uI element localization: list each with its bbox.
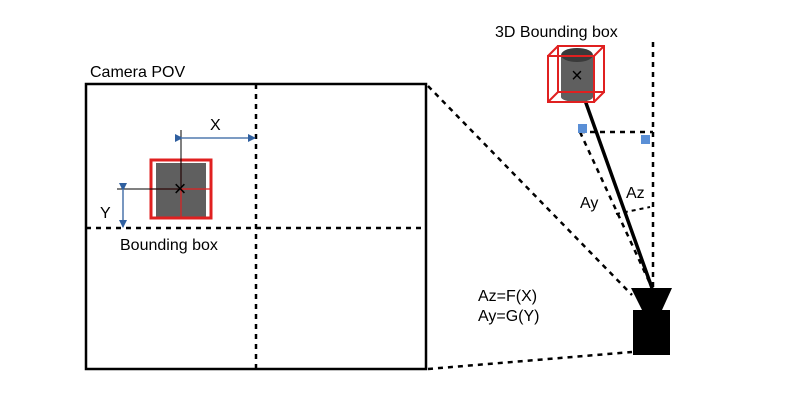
equations: Az=F(X) Ay=G(Y): [478, 288, 540, 325]
bounding-box-2d: × Bounding box: [120, 158, 218, 254]
camera-geometry: Ay Az: [573, 42, 655, 291]
right-angle-marker-right: [641, 135, 650, 144]
camera-pov-frame: Camera POV: [84, 64, 428, 371]
camera-pov-label: Camera POV: [90, 64, 185, 81]
bbox3d-edge-bl: [547, 91, 559, 103]
x-label: X: [210, 117, 221, 134]
angle-arc: [615, 206, 651, 215]
right-angle-marker-left: [578, 124, 587, 133]
bbox3d-label: 3D Bounding box: [495, 24, 618, 41]
ay-label: Ay: [580, 195, 598, 212]
equation-az: Az=F(X): [478, 288, 537, 305]
y-label: Y: [100, 205, 111, 222]
x-offset-indicator: X: [175, 117, 256, 189]
camera-icon: [631, 288, 672, 355]
camera-lens: [631, 288, 672, 310]
bbox3d-edge-br: [593, 91, 605, 103]
projection-bottom: [427, 350, 633, 371]
bounding-box-label: Bounding box: [120, 237, 218, 254]
direction-arrow: [573, 73, 654, 289]
bounding-box-3d: × 3D Bounding box: [495, 24, 618, 103]
cylinder-bottom: [561, 92, 593, 102]
bbox3d-front-face: [547, 55, 595, 103]
bbox3d-edge-tl: [547, 45, 559, 57]
az-label: Az: [626, 185, 645, 202]
bbox3d-back-face: [557, 45, 605, 93]
equation-ay: Ay=G(Y): [478, 308, 540, 325]
bbox3d-center-mark: ×: [571, 65, 583, 87]
projection-lines: [427, 85, 633, 371]
projection-top: [427, 85, 633, 296]
camera-body: [633, 310, 670, 355]
bbox3d-edge-tr: [593, 45, 605, 57]
y-offset-indicator: Y: [100, 183, 181, 228]
